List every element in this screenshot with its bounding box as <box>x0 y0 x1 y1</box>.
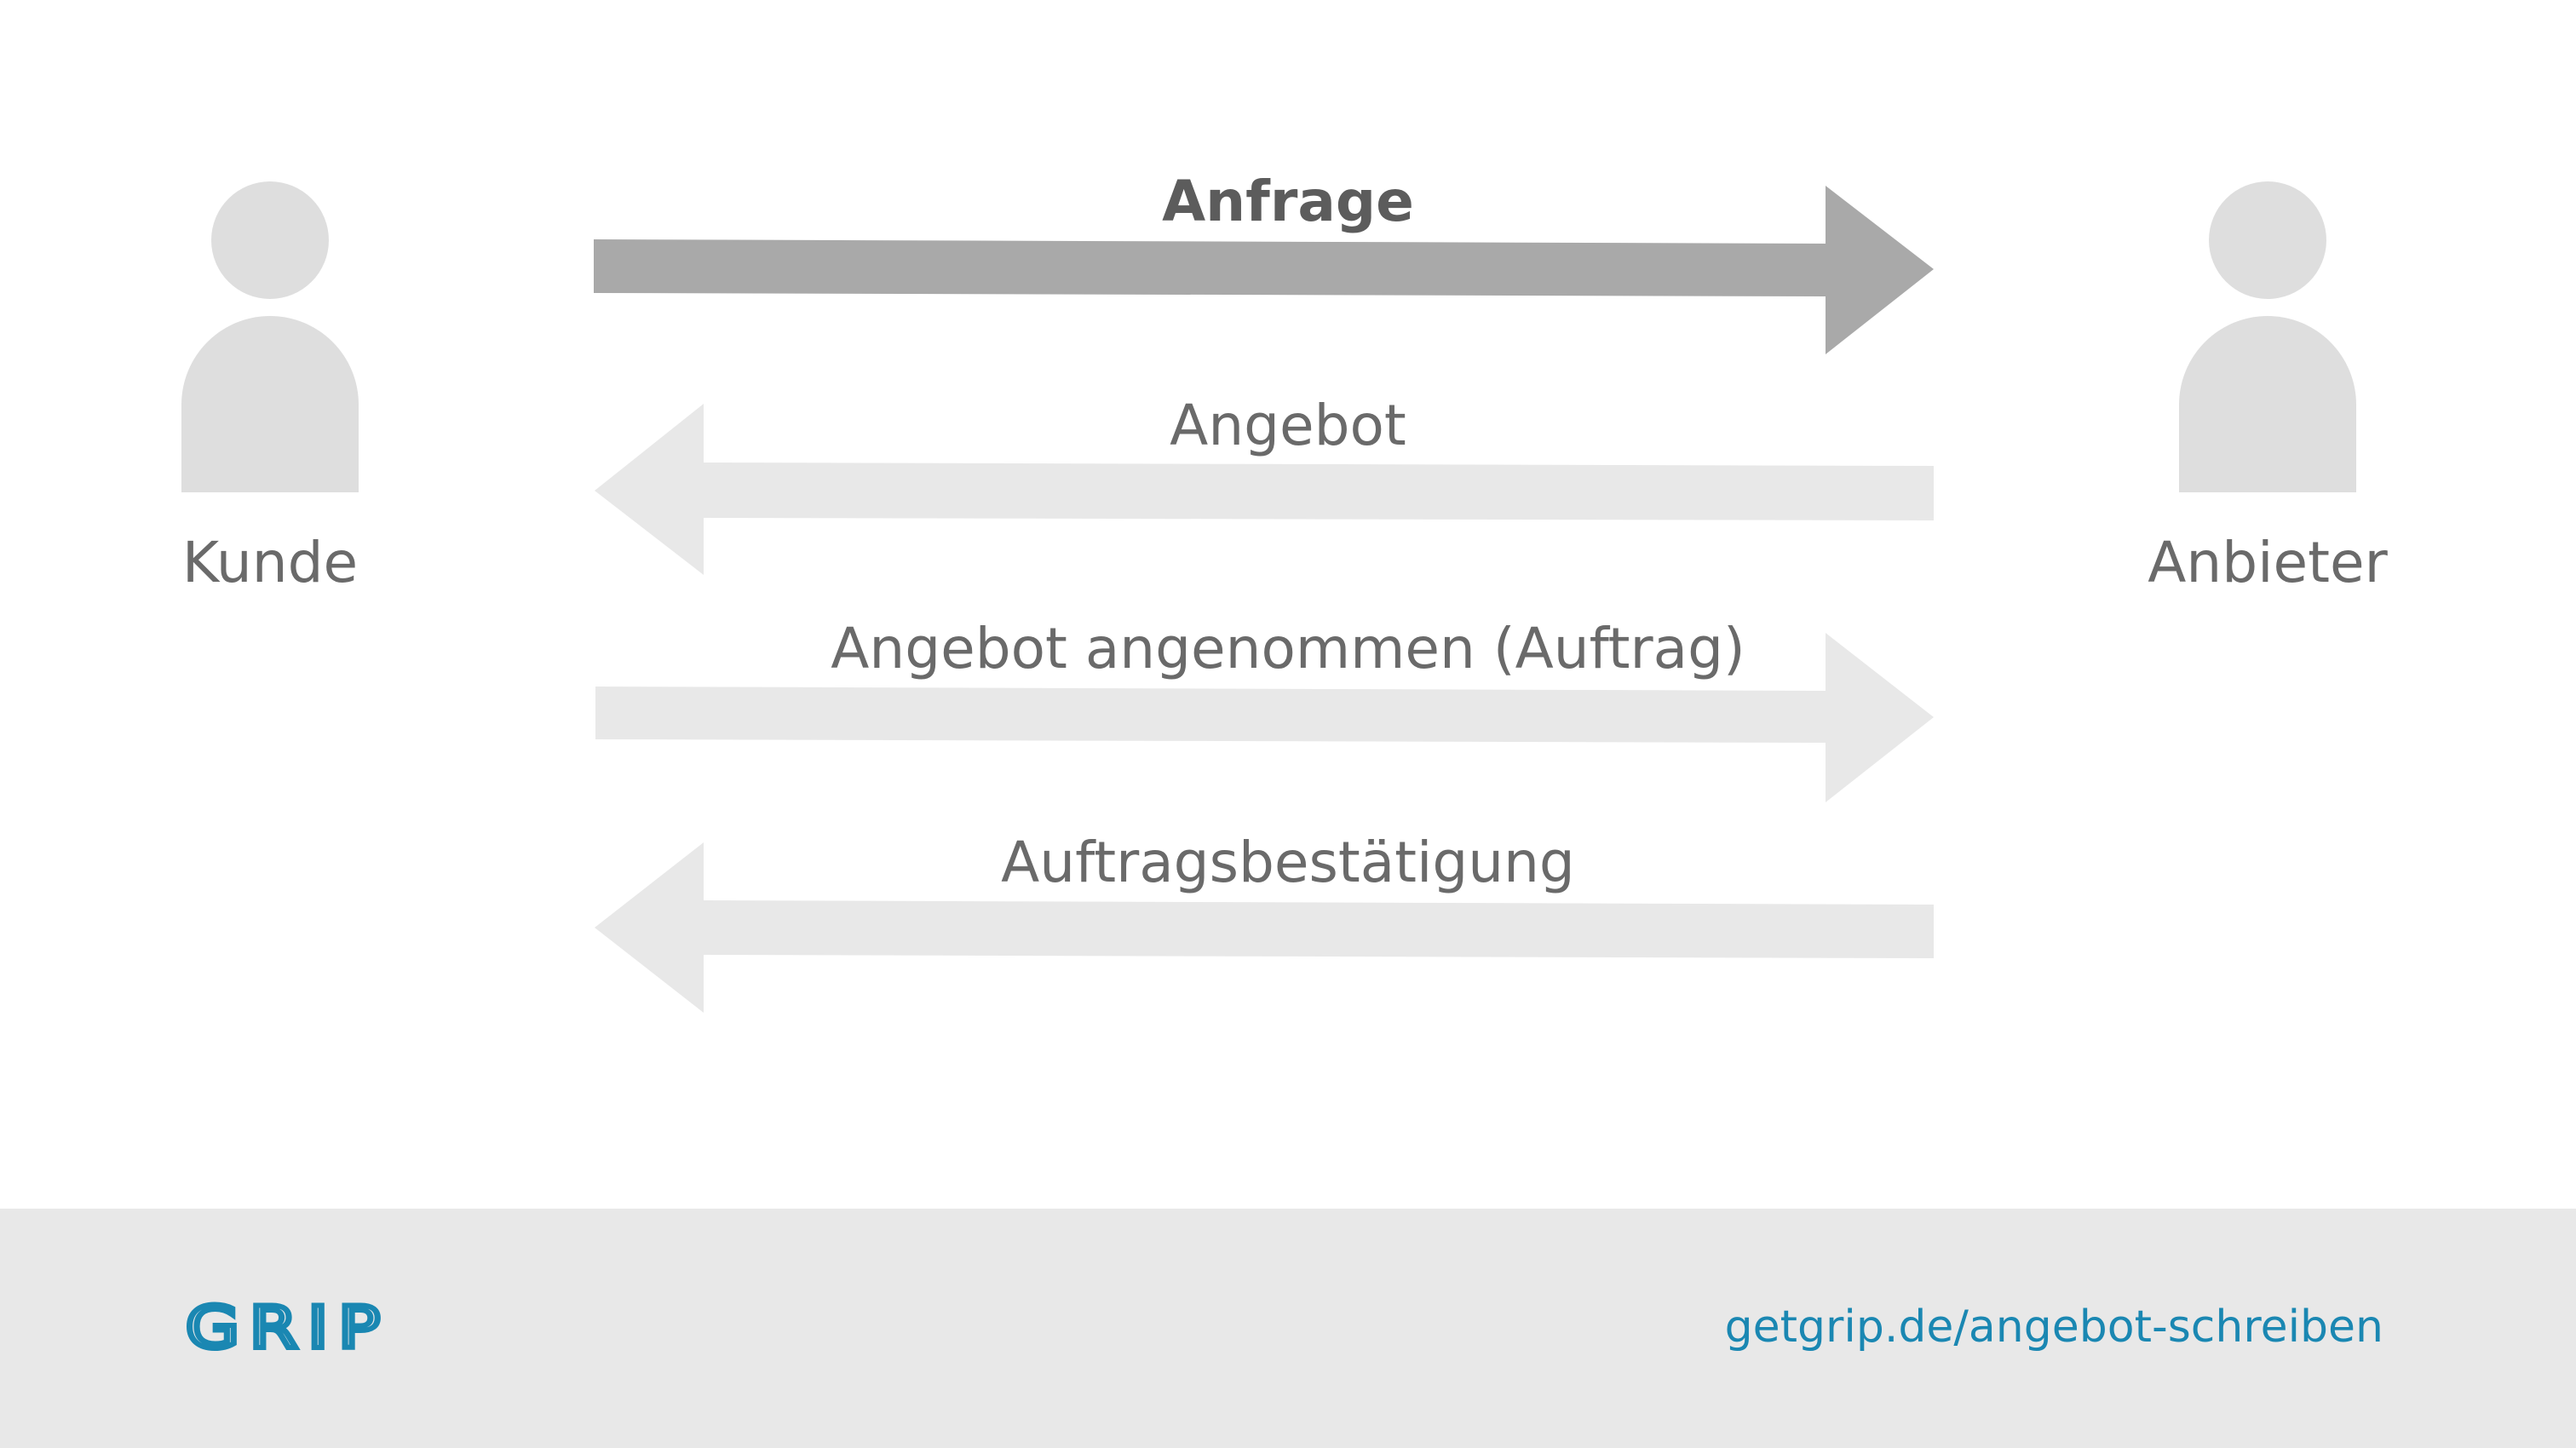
arrow-anfrage <box>594 186 1934 354</box>
actor-label-kunde: Kunde <box>181 530 359 595</box>
person-body <box>2179 316 2356 492</box>
grip-logo: GRIP <box>186 1295 390 1354</box>
diagram-canvas <box>181 181 2356 1013</box>
grip-logo-text: GRIP <box>186 1295 390 1354</box>
footer-bar <box>0 1209 2576 1448</box>
person-head <box>2209 181 2326 299</box>
message-label-angebot: Angebot <box>1170 393 1406 458</box>
message-label-anfrage: Anfrage <box>1162 169 1414 234</box>
arrow-angebot <box>595 404 1934 575</box>
arrow-auftragsbestaetigung <box>595 842 1934 1013</box>
person-icon <box>181 181 359 492</box>
process-diagram: Kunde Anbieter Anfrage Angebot Angebot a… <box>181 169 2388 1013</box>
message-label-angebot-angenommen: Angebot angenommen (Auftrag) <box>831 616 1745 681</box>
actor-label-anbieter: Anbieter <box>2148 530 2388 595</box>
message-label-auftragsbestaetigung: Auftragsbestätigung <box>1001 830 1575 895</box>
footer-url-link[interactable]: getgrip.de/angebot-schreiben <box>1724 1301 2383 1353</box>
arrow-angebot-angenommen <box>595 633 1934 802</box>
person-icon <box>2179 181 2356 492</box>
person-head <box>211 181 329 299</box>
person-body <box>181 316 359 492</box>
